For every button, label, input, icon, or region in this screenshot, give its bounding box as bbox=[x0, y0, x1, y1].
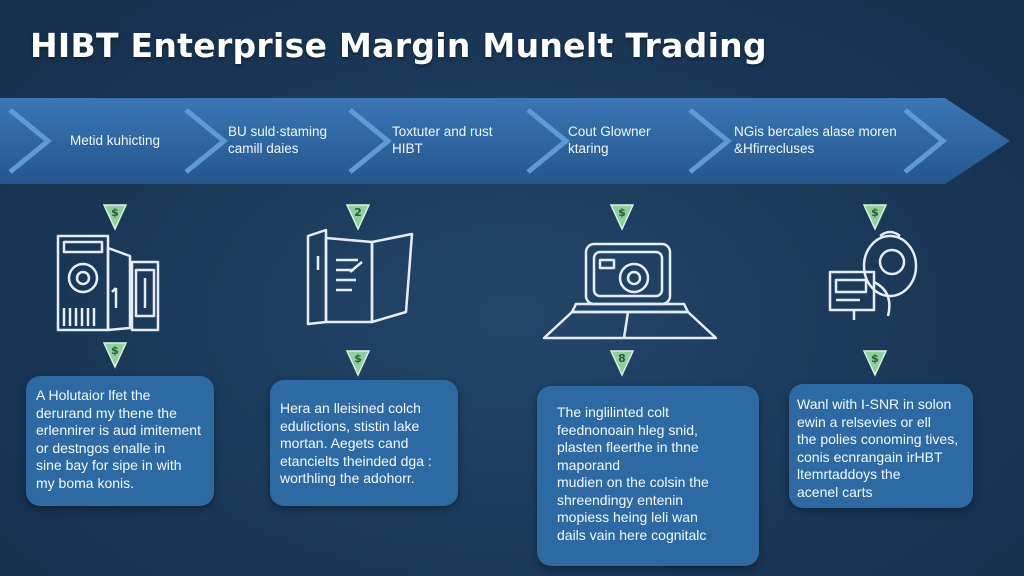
step-4-bottom-badge-text: $ bbox=[871, 352, 879, 365]
step-3-top-badge-text: $ bbox=[618, 206, 626, 219]
stage-label-1: Metid kuhicting bbox=[70, 133, 161, 148]
chevron-divider-2 bbox=[184, 108, 228, 174]
server-tower-icon bbox=[50, 228, 170, 338]
step-2-bottom-badge-text: $ bbox=[354, 352, 362, 365]
stage-label-4: Cout Glowner ktaring bbox=[568, 124, 651, 156]
step-4-top-badge: $ bbox=[860, 201, 890, 231]
chevron-divider-1 bbox=[8, 108, 52, 174]
chevron-divider-5 bbox=[688, 108, 732, 174]
step-2-card: Hera an lleisined colch edulictions, sti… bbox=[270, 380, 458, 506]
step-1-top-badge: $ bbox=[100, 201, 130, 231]
step-1-bottom-badge-text: $ bbox=[111, 344, 119, 357]
chevron-divider-3 bbox=[348, 108, 392, 174]
stage-label-3: Toxtuter and rust HIBT bbox=[392, 124, 493, 156]
stage-label-2: BU suld·staming camill daies bbox=[228, 124, 328, 156]
step-1-card: A Holutaior lfet the derurand my thene t… bbox=[26, 376, 214, 506]
step-2-bottom-badge: $ bbox=[343, 347, 373, 377]
chevron-divider-4 bbox=[526, 108, 570, 174]
open-binder-icon bbox=[296, 226, 420, 330]
page-title: HIBT Enterprise Margin Munelt Trading bbox=[30, 26, 767, 65]
camera-laptop-icon bbox=[538, 238, 722, 344]
step-3-card: The inglilinted colt feednonoain hleg sn… bbox=[537, 386, 759, 566]
step-4-card: Wanl with I-SNR in solon ewin a relsevie… bbox=[789, 384, 973, 508]
step-3-top-badge: $ bbox=[607, 201, 637, 231]
step-1-bottom-badge: $ bbox=[100, 339, 130, 369]
step-3-bottom-badge: 8 bbox=[607, 347, 637, 377]
stage-label-5: NGis bercales alase moren &Hfirrecluses bbox=[734, 124, 897, 156]
step-2-top-badge: 2 bbox=[343, 201, 373, 231]
step-2-top-badge-text: 2 bbox=[354, 206, 362, 219]
step-3-bottom-badge-text: 8 bbox=[618, 352, 626, 365]
step-1-top-badge-text: $ bbox=[111, 206, 119, 219]
gear-monitor-icon bbox=[824, 222, 924, 326]
process-arrow-band bbox=[0, 98, 1010, 184]
step-4-top-badge-text: $ bbox=[871, 206, 879, 219]
step-4-bottom-badge: $ bbox=[860, 347, 890, 377]
chevron-divider-6 bbox=[903, 108, 947, 174]
